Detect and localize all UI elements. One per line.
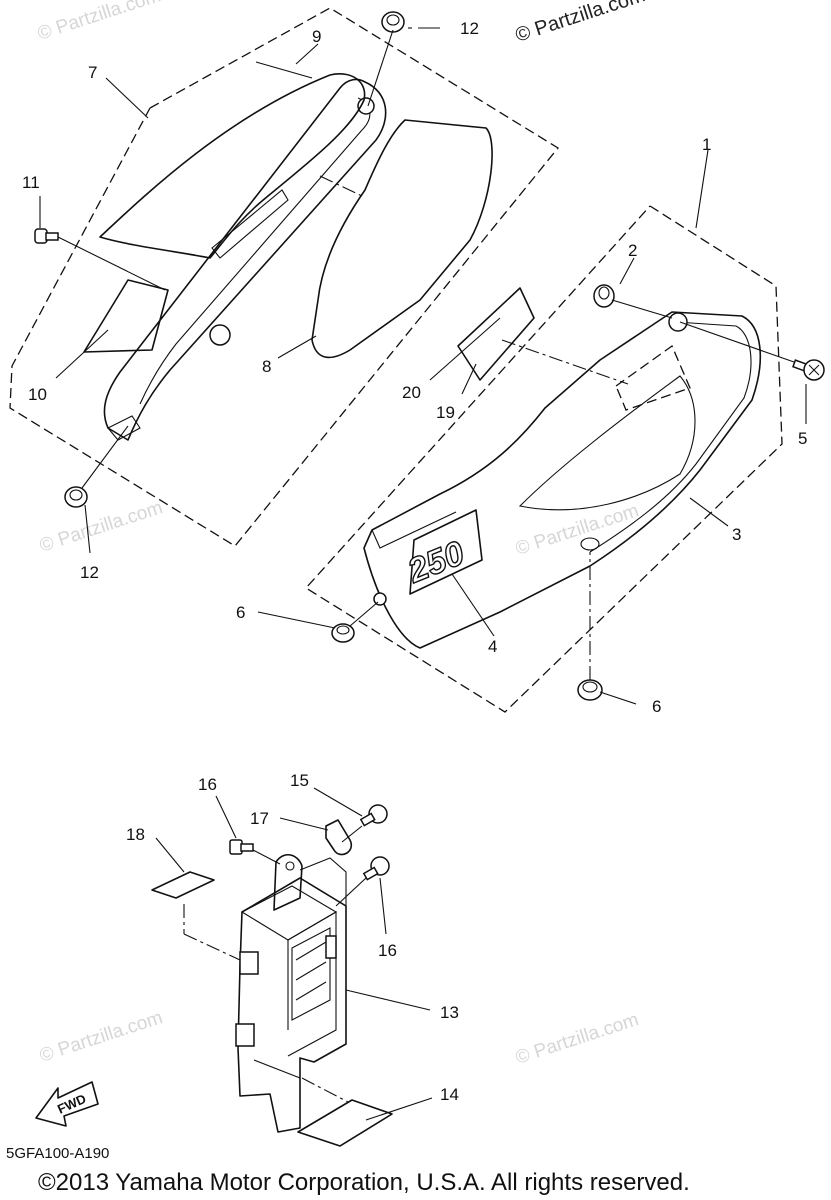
bolt-15 [341,804,388,843]
left-assembly-outline [9,7,559,547]
diagram-code: 5GFA100-A190 [6,1145,109,1162]
callout-6-left: 6 [236,603,245,622]
bolt-16-left [229,839,281,865]
emblem-250: 250 [401,509,483,595]
copyright-notice: ©2013 Yamaha Motor Corporation, U.S.A. A… [38,1169,690,1196]
label-14 [297,1099,393,1147]
left-centerline [319,175,363,197]
clip-17 [325,819,353,856]
callout-15: 15 [290,771,309,790]
callout-18: 18 [126,825,145,844]
right-label-area [615,345,691,411]
fwd-arrow-icon: FWD [35,1081,99,1127]
left-graphic [311,119,493,359]
grommet-12-bottom [64,425,129,508]
leader-lines-top [39,27,807,705]
bolt-11 [34,228,166,291]
bolt-16-right [335,856,390,907]
grommet-6-bottom [577,552,603,701]
right-grommet-hole-front [373,592,387,606]
callout-17: 17 [250,809,269,828]
grommet-6-left [331,601,379,643]
watermark-5: © Partzilla.com [513,1009,641,1069]
watermark-4: © Partzilla.com [37,1007,165,1067]
grommet-2 [593,284,673,319]
right-side-cover [363,311,762,649]
callout-16-right: 16 [378,941,397,960]
emblem-text: 250 [402,534,470,591]
callout-2: 2 [628,241,637,260]
callout-9: 9 [312,27,321,46]
callout-10: 10 [28,385,47,404]
leader-lines-bottom [155,787,433,1121]
right-assembly-outline [304,205,783,713]
callout-8: 8 [262,357,271,376]
callout-3: 3 [732,525,741,544]
right-centerline [501,339,629,385]
electrical-box [235,854,347,1133]
label-20 [457,287,535,381]
grommet-hole-upper [357,97,375,115]
callout-12-top: 12 [460,19,479,38]
callout-13: 13 [440,1003,459,1022]
watermarks: © Partzilla.com © Partzilla.com © Partzi… [35,0,648,1069]
callout-6-bottom: 6 [652,697,661,716]
label-18 [151,871,215,899]
callout-5: 5 [798,429,807,448]
callout-20: 20 [402,383,421,402]
watermark-2: © Partzilla.com [37,497,165,557]
callout-7: 7 [88,63,97,82]
right-grommet-hole-top [668,312,688,332]
label-14-centerline [301,1077,349,1103]
left-side-cover [103,78,387,441]
callout-12-bottom: 12 [80,563,99,582]
watermark-top-right: © Partzilla.com [513,0,648,47]
callout-4: 4 [488,637,497,656]
callout-16-top: 16 [198,775,217,794]
grommet-12-top [367,11,405,107]
watermark-1: © Partzilla.com [35,0,163,45]
bolt-5 [679,321,825,381]
callout-11: 11 [22,173,40,192]
grommet-hole-lower [209,324,231,346]
left-label [83,279,169,353]
callout-19: 19 [436,403,455,422]
callout-14: 14 [440,1085,459,1104]
callout-1: 1 [702,135,711,154]
callouts: 1 2 3 4 5 6 6 7 8 9 10 11 12 12 13 14 15… [22,19,807,1104]
left-decal [99,73,366,259]
